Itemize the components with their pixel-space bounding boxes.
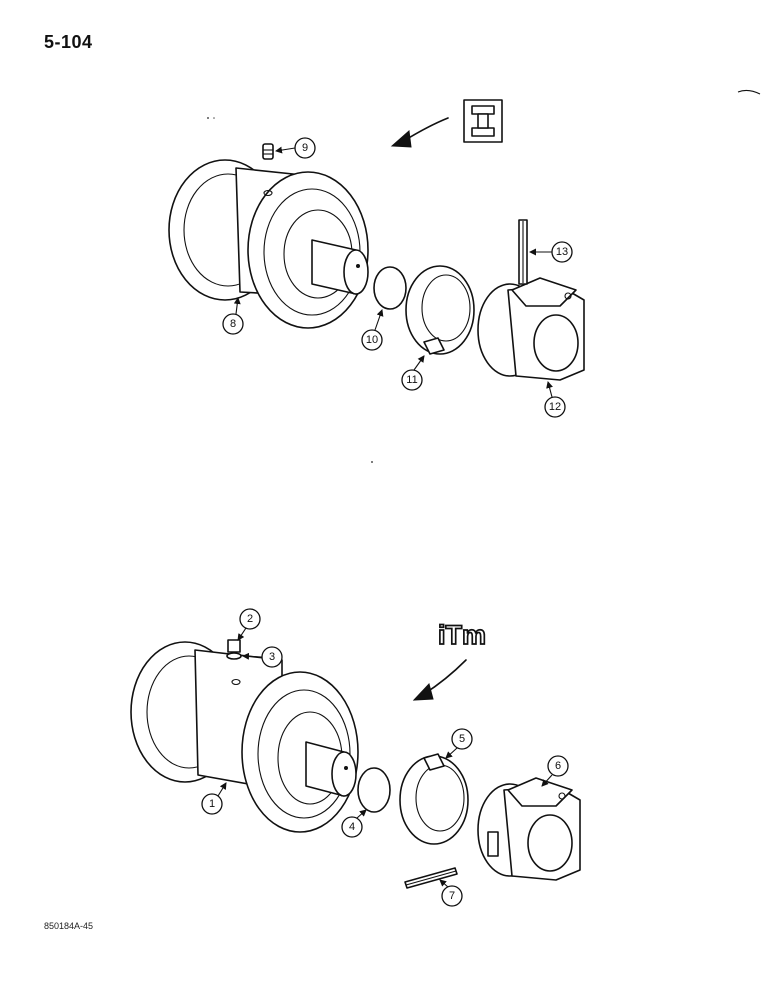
- svg-text:1: 1: [209, 798, 215, 810]
- callout-1: 1: [201, 782, 227, 815]
- bottom-roller: [130, 641, 359, 833]
- top-direction-arrow: [390, 117, 449, 148]
- bottom-seal-ring: [399, 753, 469, 845]
- top-plug: [262, 143, 274, 160]
- top-roller: [168, 159, 369, 329]
- svg-text:9: 9: [302, 142, 308, 154]
- bottom-plug: [226, 639, 242, 660]
- callout-8: 8: [222, 297, 244, 335]
- svg-text:4: 4: [349, 821, 355, 833]
- svg-text:13: 13: [556, 246, 568, 258]
- callout-9: 9: [275, 137, 316, 159]
- top-logo-box: C: [463, 99, 503, 143]
- bottom-end-collar: [477, 777, 581, 881]
- svg-text:10: 10: [366, 334, 378, 346]
- callout-11: 11: [401, 355, 425, 391]
- top-o-ring: [373, 266, 407, 310]
- svg-text:3: 3: [269, 651, 275, 663]
- callout-12: 12: [544, 381, 566, 418]
- callout-5: 5: [445, 728, 473, 759]
- callout-13: 13: [529, 241, 573, 263]
- svg-text:6: 6: [555, 760, 561, 772]
- callout-7: 7: [439, 879, 463, 907]
- svg-text:5: 5: [459, 733, 465, 745]
- bottom-o-ring: [357, 767, 391, 813]
- svg-text:2: 2: [247, 613, 253, 625]
- bottom-logo-text: iTm: [438, 620, 486, 650]
- svg-text:12: 12: [549, 401, 561, 413]
- callout-4: 4: [341, 809, 367, 838]
- callout-3: 3: [242, 646, 283, 668]
- callout-2: 2: [237, 608, 261, 641]
- bottom-pin: [404, 867, 458, 889]
- document-code: 850184A-45: [44, 921, 94, 931]
- bottom-assembly: iTm: [130, 619, 581, 889]
- top-assembly: C: [168, 99, 585, 381]
- callout-6: 6: [541, 755, 569, 787]
- scan-specks: [207, 89, 761, 463]
- page-number: 5-104: [44, 32, 93, 52]
- svg-text:8: 8: [230, 318, 236, 330]
- bottom-direction-arrow: [412, 659, 467, 701]
- svg-text:11: 11: [406, 374, 417, 386]
- svg-text:7: 7: [449, 890, 455, 902]
- top-seal-ring: [405, 265, 475, 355]
- top-pin: [518, 219, 528, 285]
- top-end-collar: [477, 277, 585, 381]
- callout-10: 10: [361, 309, 384, 351]
